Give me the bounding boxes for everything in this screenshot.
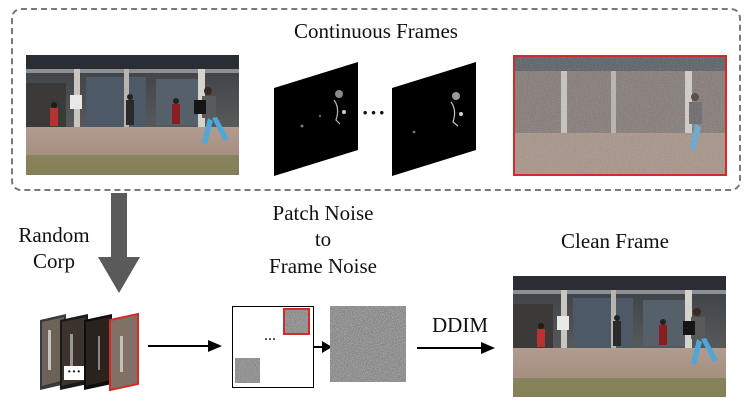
mask-frame-1: [274, 62, 358, 176]
patch-noise-label-line3: Frame Noise: [269, 253, 377, 278]
clean-frame-label: Clean Frame: [561, 229, 669, 253]
random-crop-label: Random Corp: [4, 222, 104, 275]
arrow-to-patch-grid: [148, 338, 222, 354]
original-frame-image: [26, 55, 239, 175]
frames-ellipsis: ···: [361, 100, 387, 125]
patch-noise-label: Patch Noise to Frame Noise: [218, 200, 428, 279]
continuous-frames-title: Continuous Frames: [294, 19, 458, 43]
patch-noise-label-line1: Patch Noise: [272, 201, 374, 225]
mask-frame-2: [392, 62, 476, 176]
patch-noise-grid: [232, 306, 314, 388]
ddim-arrow: [417, 340, 497, 356]
ddim-label: DDIM: [432, 313, 488, 337]
arrow-to-frame-noise: [314, 340, 332, 354]
frame-noise-image: [330, 306, 406, 382]
patch-stack-ellipsis: ···: [64, 366, 84, 380]
random-crop-arrow: [98, 193, 140, 293]
continuous-frames-group: [11, 8, 741, 191]
cropped-patch-stack: [40, 310, 140, 392]
patch-noise-label-line2: to: [314, 227, 332, 252]
noisy-frame-image: [513, 55, 727, 176]
patch-grid-ellipsis: ···: [263, 332, 276, 346]
clean-frame-image: [513, 276, 726, 397]
random-crop-label-line1: Random: [18, 223, 90, 247]
random-crop-label-line2: Corp: [33, 249, 75, 274]
